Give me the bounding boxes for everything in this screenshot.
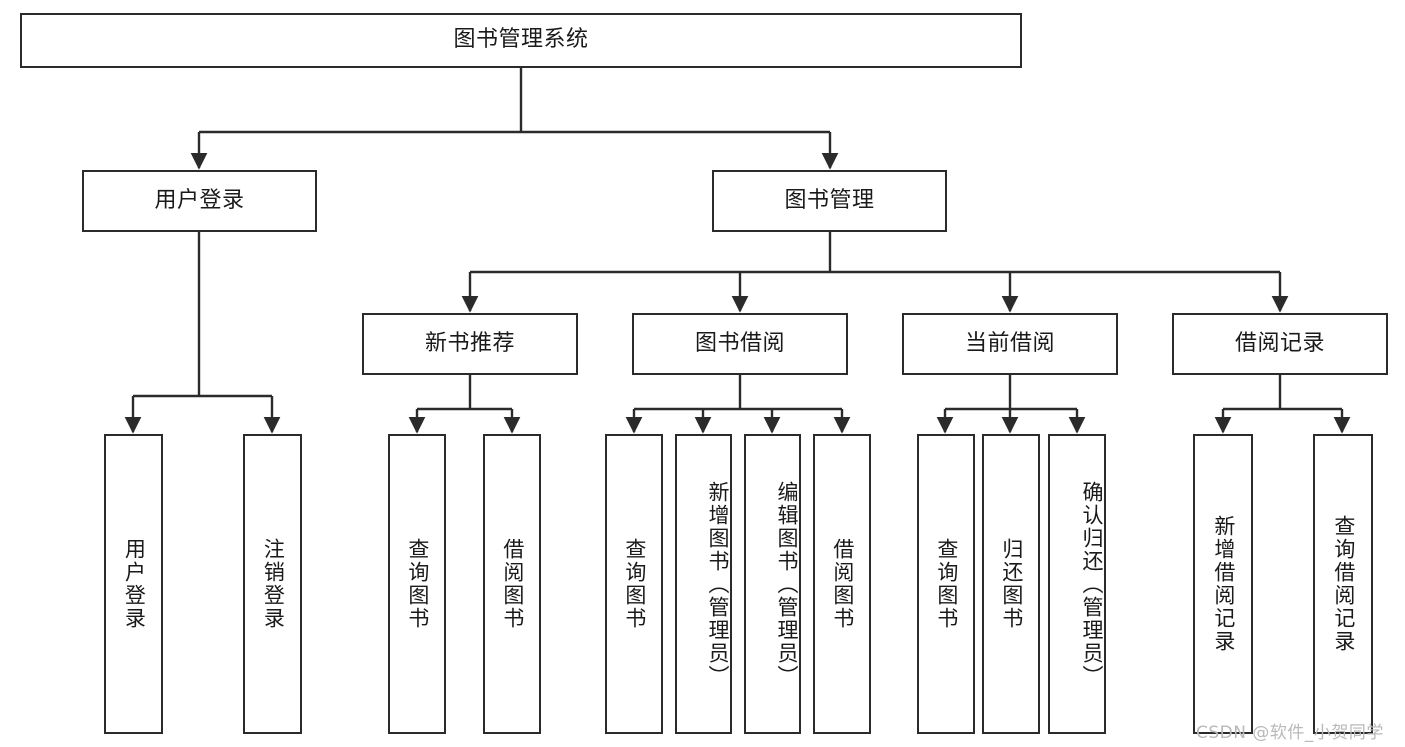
node-current-borrow[interactable]: 当前借阅 (902, 313, 1118, 375)
leaf-query-book-newbook[interactable]: 查询图书 (388, 434, 446, 734)
leaf-query-borrow-record[interactable]: 查询借阅记录 (1313, 434, 1373, 734)
leaf-add-book-admin[interactable]: 新增图书（管理员） (675, 434, 732, 734)
leaf-edit-book-admin-label: 编辑图书（管理员） (775, 480, 799, 688)
leaf-borrow-book-newbook[interactable]: 借阅图书 (483, 434, 541, 734)
leaf-logout-label: 注销登录 (261, 538, 286, 630)
node-new-book-recommend[interactable]: 新书推荐 (362, 313, 578, 375)
leaf-query-book-newbook-label: 查询图书 (405, 538, 430, 630)
leaf-borrow-book-newbook-label: 借阅图书 (500, 538, 525, 630)
watermark-text: CSDN @软件_小贺同学 (1196, 723, 1384, 743)
node-book-borrow-label: 图书借阅 (694, 330, 785, 356)
leaf-add-borrow-record-label: 新增借阅记录 (1211, 515, 1236, 653)
leaf-query-book-borrow-label: 查询图书 (622, 538, 647, 630)
leaf-return-book[interactable]: 归还图书 (982, 434, 1040, 734)
leaf-query-book-current-label: 查询图书 (934, 538, 959, 630)
node-root[interactable]: 图书管理系统 (20, 13, 1022, 68)
leaf-logout[interactable]: 注销登录 (243, 434, 302, 734)
node-user-login[interactable]: 用户登录 (82, 170, 317, 232)
node-current-borrow-label: 当前借阅 (964, 330, 1055, 356)
leaf-borrow-book-label: 借阅图书 (830, 538, 855, 630)
leaf-return-book-label: 归还图书 (999, 538, 1024, 630)
leaf-query-book-borrow[interactable]: 查询图书 (605, 434, 663, 734)
leaf-confirm-return-admin[interactable]: 确认归还（管理员） (1048, 434, 1106, 734)
leaf-add-borrow-record[interactable]: 新增借阅记录 (1193, 434, 1253, 734)
leaf-borrow-book[interactable]: 借阅图书 (813, 434, 871, 734)
node-new-book-recommend-label: 新书推荐 (424, 330, 515, 356)
leaf-query-borrow-record-label: 查询借阅记录 (1331, 515, 1356, 653)
leaf-edit-book-admin[interactable]: 编辑图书（管理员） (744, 434, 801, 734)
leaf-user-login-label: 用户登录 (122, 538, 147, 630)
leaf-user-login[interactable]: 用户登录 (104, 434, 163, 734)
leaf-query-book-current[interactable]: 查询图书 (917, 434, 975, 734)
node-borrow-records-label: 借阅记录 (1234, 330, 1325, 356)
leaf-confirm-return-admin-label: 确认归还（管理员） (1080, 480, 1104, 688)
node-book-management-label: 图书管理 (784, 187, 875, 213)
node-root-label: 图书管理系统 (453, 27, 589, 53)
node-user-login-label: 用户登录 (154, 187, 245, 213)
node-borrow-records[interactable]: 借阅记录 (1172, 313, 1388, 375)
node-book-management[interactable]: 图书管理 (712, 170, 947, 232)
node-book-borrow[interactable]: 图书借阅 (632, 313, 848, 375)
leaf-add-book-admin-label: 新增图书（管理员） (706, 480, 730, 688)
